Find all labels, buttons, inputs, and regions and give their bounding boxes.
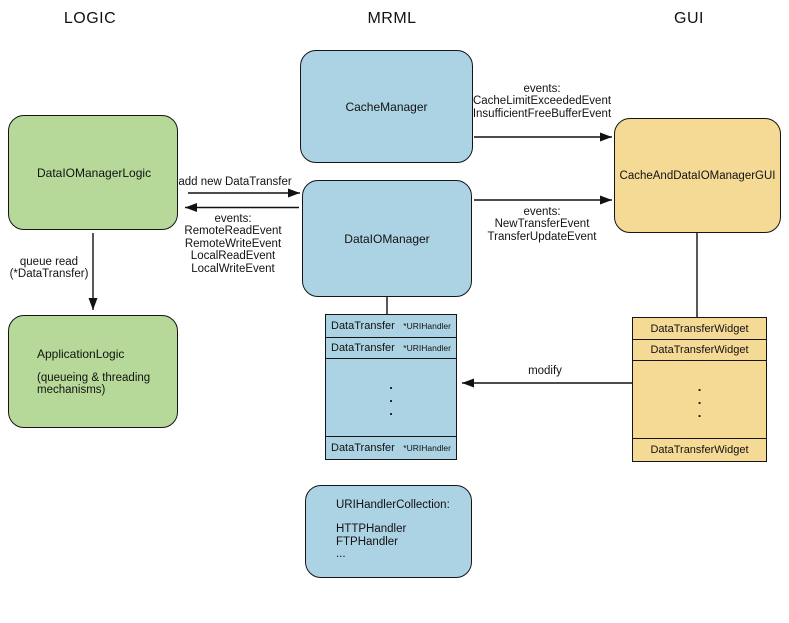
box-label: ApplicationLogic <box>37 346 125 361</box>
table-row: DataTransferWidget <box>633 439 766 461</box>
edge-label-transfer-events: events: NewTransferEvent TransferUpdateE… <box>460 206 624 243</box>
table-ellipsis-row: . . . <box>326 359 456 437</box>
cell-type: *URIHandler <box>403 343 451 353</box>
cell-name: DataTransfer <box>331 320 395 332</box>
event-item: CacheLimitExceededEvent <box>472 95 612 108</box>
table-ellipsis-row: . . . <box>633 361 766 439</box>
box-cache-manager: CacheManager <box>300 50 473 163</box>
edge-label-add-new-data-transfer: add new DataTransfer <box>178 176 292 188</box>
box-label: CacheAndDataIOManagerGUI <box>619 169 776 182</box>
events-title: events: <box>214 213 252 225</box>
handler-item: ... <box>336 548 346 561</box>
event-item: RemoteReadEvent <box>184 225 282 238</box>
cell-type: *URIHandler <box>403 443 451 453</box>
events-title: events: <box>523 83 561 95</box>
event-item: TransferUpdateEvent <box>487 230 597 243</box>
edge-label-cache-events: events: CacheLimitExceededEvent Insuffic… <box>460 83 624 120</box>
event-item: InsufficientFreeBufferEvent <box>472 107 612 120</box>
handler-item: HTTPHandler <box>336 523 407 535</box>
box-data-io-manager-logic: DataIOManagerLogic <box>8 115 178 230</box>
column-header-gui: GUI <box>674 10 704 27</box>
box-label: CacheManager <box>345 99 428 114</box>
edge-label-logic-events: events: RemoteReadEvent RemoteWriteEvent… <box>170 213 296 275</box>
box-label: DataIOManager <box>344 231 430 246</box>
box-label: DataIOManagerLogic <box>37 165 152 180</box>
events-title: events: <box>523 206 561 218</box>
event-item: NewTransferEvent <box>494 218 590 231</box>
event-item: RemoteWriteEvent <box>184 237 282 250</box>
table-row: DataTransfer *URIHandler <box>326 338 456 359</box>
data-transfer-widget-table: DataTransferWidget DataTransferWidget . … <box>632 317 767 462</box>
handler-item: FTPHandler <box>336 535 398 548</box>
box-application-logic: ApplicationLogic (queueing & threading m… <box>8 315 178 428</box>
box-title: URIHandlerCollection: <box>336 499 450 511</box>
table-row: DataTransfer *URIHandler <box>326 315 456 338</box>
event-item: LocalWriteEvent <box>191 262 275 275</box>
column-header-logic: LOGIC <box>63 10 117 27</box>
data-transfer-table: DataTransfer *URIHandler DataTransfer *U… <box>325 314 457 460</box>
cell-widget: DataTransferWidget <box>650 322 749 335</box>
cell-name: DataTransfer <box>331 342 395 354</box>
box-data-io-manager: DataIOManager <box>302 180 472 297</box>
vertical-dots: . . . <box>389 377 393 418</box>
table-row: DataTransferWidget <box>633 340 766 361</box>
edge-label-queue-read: queue read (*DataTransfer) <box>9 256 89 281</box>
box-note: (queueing & threading mechanisms) <box>37 371 151 397</box>
cell-name: DataTransfer <box>331 442 395 454</box>
cell-type: *URIHandler <box>403 321 451 331</box>
cell-widget: DataTransferWidget <box>650 444 749 456</box>
vertical-dots: . . . <box>697 379 702 420</box>
cell-widget: DataTransferWidget <box>650 344 749 356</box>
table-row: DataTransferWidget <box>633 318 766 340</box>
column-header-mrml: MRML <box>367 10 417 27</box>
box-cache-and-data-io-manager-gui: CacheAndDataIOManagerGUI <box>614 118 781 233</box>
box-uri-handler-collection: URIHandlerCollection: HTTPHandler FTPHan… <box>305 485 472 578</box>
event-item: LocalReadEvent <box>190 250 276 263</box>
edge-label-modify: modify <box>528 365 562 377</box>
table-row: DataTransfer *URIHandler <box>326 437 456 459</box>
